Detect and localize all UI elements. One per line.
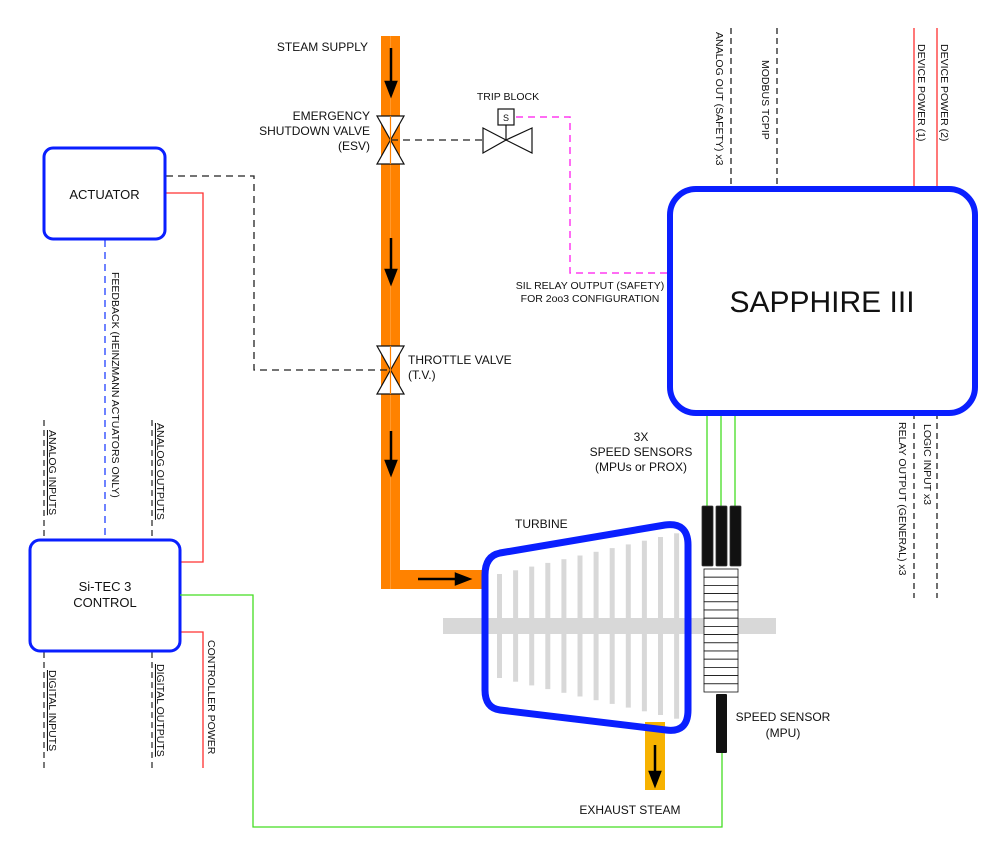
gear-tooth <box>703 593 739 603</box>
exhaust-steam-label: EXHAUST STEAM <box>579 803 680 817</box>
gear-tooth <box>703 650 739 660</box>
logic-input-label: LOGIC INPUT x3 <box>921 424 933 505</box>
analog-outputs-label: ANALOG OUTPUTS <box>154 423 166 520</box>
mpu-sensor-probe <box>716 694 727 753</box>
turbine-blade <box>529 566 535 686</box>
speed-sensors-3x-line2: SPEED SENSORS <box>590 445 693 459</box>
throttle-label-line2: (T.V.) <box>408 368 436 382</box>
turbine-blade <box>674 533 680 719</box>
sil-relay-label-line2: FOR 2oo3 CONFIGURATION <box>521 293 660 305</box>
digital-inputs-label: DIGITAL INPUTS <box>46 670 58 751</box>
exhaust-flow-arrow <box>648 745 662 789</box>
gear-tooth <box>703 601 739 611</box>
gear-tooth <box>703 626 739 636</box>
gear-tooth <box>703 667 739 677</box>
esv-valve[interactable] <box>375 115 406 165</box>
trip-block-solenoid-label: S <box>503 113 509 123</box>
turbine-blade <box>497 574 502 678</box>
esv-label-line2: SHUTDOWN VALVE <box>259 124 370 138</box>
speed-sensor-mpu-line1: SPEED SENSOR <box>736 710 831 724</box>
sapphire-iii-box[interactable] <box>667 186 978 416</box>
sitec-label-line1: Si-TEC 3 <box>79 579 132 594</box>
turbine-shaft <box>443 618 776 634</box>
speed-sensor-mpu-line2: (MPU) <box>766 726 801 740</box>
actuator-label: ACTUATOR <box>69 187 139 202</box>
digital-outputs-label: DIGITAL OUTPUTS <box>154 664 166 757</box>
relay-output-general-label: RELAY OUTPUT (GENERAL) x3 <box>896 422 908 576</box>
throttle-valve[interactable] <box>375 345 406 395</box>
turbine-blade <box>577 555 583 697</box>
trip-block-label: TRIP BLOCK <box>477 91 539 103</box>
controller-power-line <box>180 631 204 768</box>
esv-label-line3: (ESV) <box>338 139 370 153</box>
speed-gear-wheel <box>703 568 739 693</box>
turbine-blade <box>609 548 615 704</box>
gear-tooth <box>703 683 739 693</box>
gear-tooth <box>703 658 739 668</box>
sil-relay-line <box>516 116 668 274</box>
gear-tooth <box>703 576 739 586</box>
analog-inputs-label: ANALOG INPUTS <box>46 430 58 515</box>
gear-tooth <box>703 634 739 644</box>
sil-relay-label-line1: SIL RELAY OUTPUT (SAFETY) <box>516 280 664 292</box>
turbine-blade <box>625 544 631 708</box>
speed-sensors-3x-line1: 3X <box>634 430 649 444</box>
gear-tooth <box>703 585 739 595</box>
feedback-label: FEEDBACK (HEINZMANN ACTUATORS ONLY) <box>109 272 121 498</box>
gear-tooth <box>703 609 739 619</box>
speed-sensors-3x-line3: (MPUs or PROX) <box>595 460 687 474</box>
gear-tooth <box>703 617 739 627</box>
turbine-label: TURBINE <box>515 517 568 531</box>
turbine-blades <box>497 533 680 719</box>
turbine-blade <box>545 562 551 690</box>
device-power-1-label: DEVICE POWER (1) <box>915 44 927 141</box>
gear-tooth <box>703 568 739 578</box>
turbine-blade <box>658 537 663 715</box>
trip-block[interactable] <box>482 108 533 155</box>
turbine-blade <box>641 540 647 712</box>
sitec-label-line2: CONTROL <box>73 595 137 610</box>
actuator-power-line <box>166 192 204 563</box>
esv-label-line1: EMERGENCY <box>293 109 370 123</box>
device-power-2-label: DEVICE POWER (2) <box>938 44 950 141</box>
speed-sensor-probe <box>701 505 714 567</box>
flow-arrows <box>384 48 473 586</box>
modbus-label: MODBUS TCPIP <box>759 60 771 140</box>
actuator-box[interactable] <box>42 146 167 241</box>
actuator-throttle-link <box>166 175 390 371</box>
steam-supply-label: STEAM SUPPLY <box>277 40 368 54</box>
mpu-signal-line <box>180 594 723 828</box>
solenoid-icon <box>497 108 515 126</box>
analog-out-safety-label: ANALOG OUT (SAFETY) x3 <box>713 32 725 166</box>
turbine-blade <box>561 559 567 693</box>
turbine-blade <box>593 551 599 701</box>
speed-sensor-probe <box>715 505 728 567</box>
turbine-casing[interactable] <box>481 521 692 734</box>
controller-power-label: CONTROLLER POWER <box>205 640 217 755</box>
gear-tooth <box>703 675 739 685</box>
speed-sensor-probe <box>729 505 742 567</box>
sapphire-label: SAPPHIRE III <box>729 286 914 319</box>
gear-tooth <box>703 642 739 652</box>
throttle-label-line1: THROTTLE VALVE <box>408 353 512 367</box>
turbine-blade <box>513 570 519 682</box>
